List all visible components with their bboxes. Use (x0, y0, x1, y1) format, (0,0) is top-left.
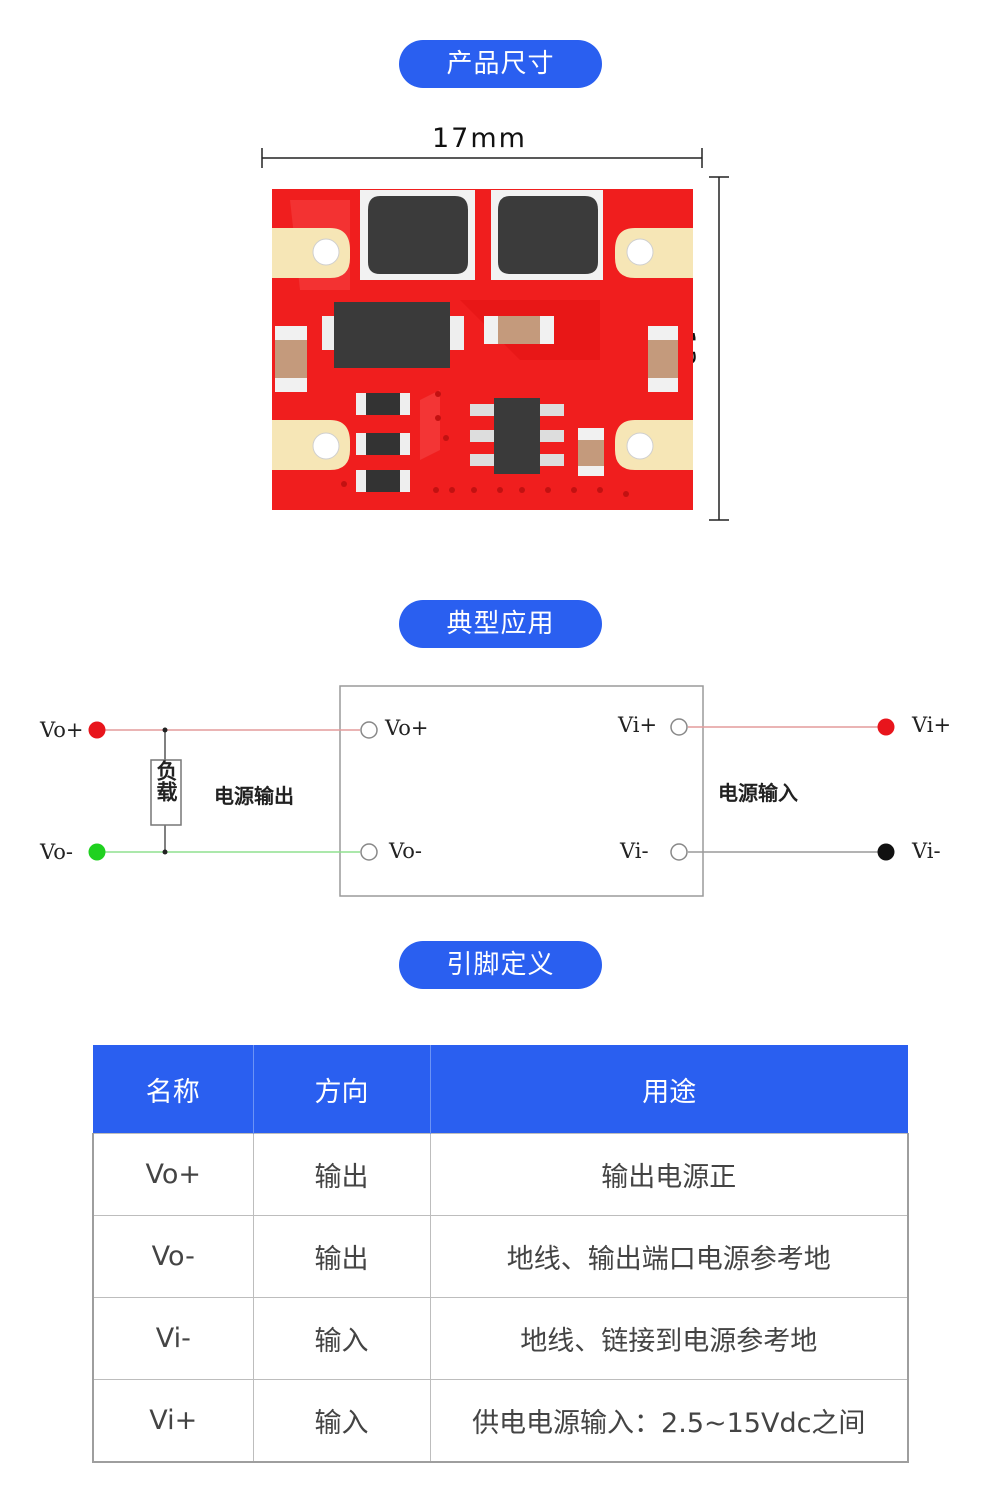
section-title-application: 典型应用 (399, 600, 602, 648)
pin-usage-cell: 输出电源正 (429, 1133, 909, 1216)
pin-direction-cell: 输入 (252, 1379, 431, 1463)
module-pin-vo-plus: Vo+ (385, 716, 429, 740)
output-label: 电源输出 (214, 784, 294, 808)
pin-usage-cell: 供电电源输入：2.5~15Vdc之间 (429, 1379, 909, 1463)
pin-name-cell: Vo- (92, 1215, 254, 1298)
input-label: 电源输入 (718, 781, 798, 805)
pin-direction-cell: 输出 (252, 1133, 431, 1216)
pin-direction-cell: 输出 (252, 1215, 431, 1298)
load-label: 负载 (154, 760, 178, 802)
pin-name-cell: Vi+ (92, 1379, 254, 1463)
module-pin-vi-plus: Vi+ (618, 713, 658, 737)
pin-name-cell: Vo+ (92, 1133, 254, 1216)
width-dimension-label: 17mm (432, 123, 527, 154)
pcb-illustration (261, 148, 729, 521)
table-row: Vo+ 输出 输出电源正 (92, 1133, 909, 1216)
pin-usage-cell: 地线、链接到电源参考地 (429, 1297, 909, 1380)
pin-name-cell: Vi- (92, 1297, 254, 1380)
section-title-pins: 引脚定义 (399, 941, 602, 989)
module-pin-vo-minus: Vo- (389, 839, 422, 863)
table-row: Vo- 输出 地线、输出端口电源参考地 (92, 1215, 909, 1298)
header-direction: 方向 (253, 1045, 431, 1134)
terminal-vi-plus-label: Vi+ (912, 713, 952, 737)
table-row: Vi+ 输入 供电电源输入：2.5~15Vdc之间 (92, 1379, 909, 1463)
module-pin-vi-minus: Vi- (620, 839, 649, 863)
terminal-vo-minus-label: Vo- (40, 840, 73, 864)
table-header-row: 名称 方向 用途 (93, 1045, 908, 1134)
header-usage: 用途 (430, 1045, 908, 1134)
pin-direction-cell: 输入 (252, 1297, 431, 1380)
header-name: 名称 (93, 1045, 254, 1134)
terminal-vo-plus-label: Vo+ (40, 718, 84, 742)
pin-definition-table: 名称 方向 用途 Vo+ 输出 输出电源正 Vo- 输出 地线、输出端口电源参考… (92, 1045, 909, 1463)
pin-usage-cell: 地线、输出端口电源参考地 (429, 1215, 909, 1298)
table-row: Vi- 输入 地线、链接到电源参考地 (92, 1297, 909, 1380)
terminal-vi-minus-label: Vi- (912, 839, 941, 863)
section-title-size: 产品尺寸 (399, 40, 602, 88)
